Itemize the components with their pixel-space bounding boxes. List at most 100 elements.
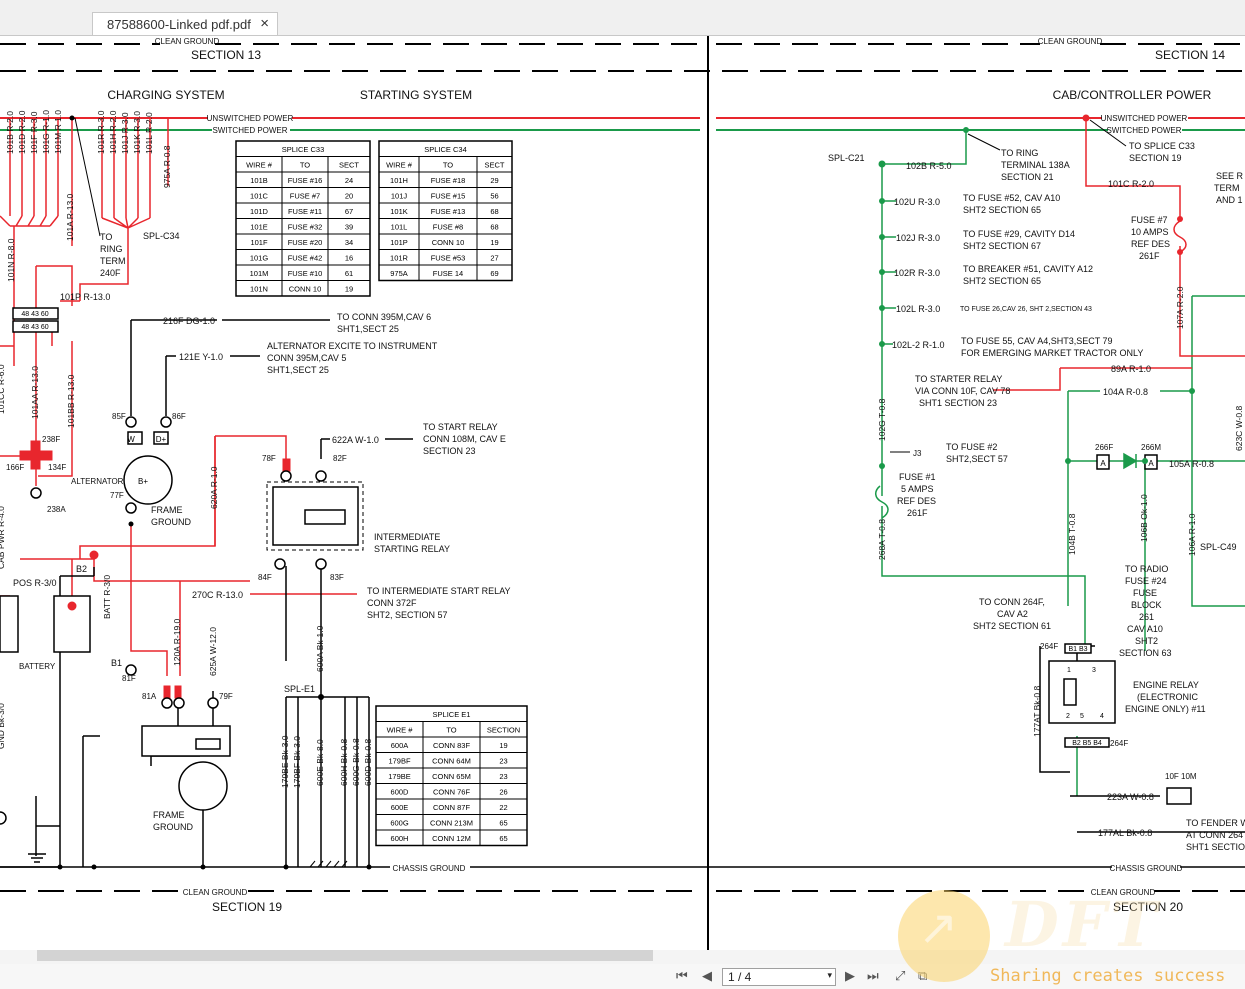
diagram-label: TO FUSE #29, CAVITY D14: [963, 229, 1075, 239]
diagram-label: 134F: [48, 463, 66, 472]
wire-label: 106A R-1.0: [1187, 513, 1197, 556]
diagram-label: TO RADIO: [1125, 564, 1168, 574]
relay-pin-label: 1: [1067, 667, 1071, 674]
diagram-label: AT CONN 264: [1186, 830, 1243, 840]
diagram-label: SECTION 21: [1001, 172, 1054, 182]
splice-table-cell: 23: [499, 772, 507, 781]
diagram-label: CLEAN GROUND: [1091, 888, 1156, 897]
diagram-label: STARTING RELAY: [374, 544, 450, 554]
diagram-label: FUSE #7: [1131, 215, 1168, 225]
next-page-icon[interactable]: ▶: [845, 968, 855, 983]
wire-label: 179BE Bk-3.0: [280, 735, 290, 788]
splice-table-cell: FUSE #7: [290, 192, 320, 201]
diagram-label: RING: [100, 244, 123, 254]
chevron-down-icon[interactable]: ▾: [827, 970, 832, 980]
diagram-label: ENGINE ONLY) #11: [1125, 704, 1206, 714]
diagram-label: 79F: [219, 692, 233, 701]
wire-label: CAB PWR R-4.0: [0, 506, 6, 569]
terminal-a2: A: [1148, 459, 1154, 468]
diagram-label: CHARGING SYSTEM: [107, 88, 224, 102]
wire-label: 101AA R-13.0: [30, 366, 40, 419]
diagram-label: 101C R-2.0: [1108, 179, 1154, 189]
relay-pins-top: B1 B3: [1068, 646, 1087, 653]
diagram-label: 104A R-0.8: [1103, 387, 1148, 397]
diagram-label: 10 AMPS: [1131, 227, 1169, 237]
wire-label: 623C W-0.8: [1234, 406, 1244, 451]
splice-table-cell: 68: [490, 207, 498, 216]
splice-table-cell: CONN 64M: [432, 757, 471, 766]
diagram-label: SHT2: [1135, 636, 1158, 646]
diagram-label: SECTION 14: [1155, 48, 1225, 62]
diagram-label: TO RING: [1001, 148, 1038, 158]
splice-table-cell: 65: [499, 819, 507, 828]
wire-label: 101H R-2.0: [108, 110, 118, 154]
splice-table-cell: FUSE #11: [288, 207, 322, 216]
diagram-label: UNSWITCHED POWER: [1101, 114, 1188, 123]
splice-table-cell: 24: [345, 176, 353, 185]
page-number-select[interactable]: 1 / 4 ▾: [722, 968, 836, 986]
diagram-label: TO CONN 264F,: [979, 597, 1045, 607]
diagram-label: 261F: [1139, 251, 1160, 261]
diagram-label: ALTERNATOR: [71, 477, 124, 486]
diagram-label: SPL-C21: [828, 153, 865, 163]
diagram-label: FUSE #24: [1125, 576, 1167, 586]
wire-label: 106B Ok-1.0: [1139, 494, 1149, 542]
wire-label: 179BF Bk-3.0: [292, 736, 302, 788]
wire-label: 101G R-1.0: [41, 110, 51, 154]
splice-table-cell: 101N: [250, 285, 268, 294]
diagram-label: CHASSIS GROUND: [1110, 864, 1183, 873]
splice-table-header: WIRE #: [246, 161, 273, 170]
diagram-label: FUSE #1: [899, 472, 936, 482]
previous-page-icon[interactable]: ◀: [702, 968, 712, 983]
splice-table-cell: 34: [345, 238, 353, 247]
document-tab[interactable]: 87588600-Linked pdf.pdf ×: [92, 12, 278, 35]
diagram-label: 238A: [47, 505, 66, 514]
diagram-label: SHT2, SECTION 57: [367, 610, 448, 620]
diagram-label: TO FUSE 26,CAV 26, SHT 2,SECTION 43: [960, 306, 1092, 313]
diagram-label: TO SPLICE C33: [1129, 141, 1195, 151]
close-tab-icon[interactable]: ×: [260, 15, 269, 32]
diagram-label: CONN 108M, CAV E: [423, 434, 506, 444]
fit-page-icon[interactable]: ⤢: [895, 968, 906, 983]
diagram-label: TERM: [1214, 183, 1240, 193]
splice-table-cell: 600D: [391, 788, 410, 797]
diagram-label: 10F 10M: [1165, 772, 1197, 781]
diagram-label: 81F: [122, 674, 136, 683]
splice-table-cell: 23: [499, 757, 507, 766]
splice-table-cell: CONN 10: [289, 285, 322, 294]
diagram-label: 83F: [330, 573, 344, 582]
splice-table-cell: 101C: [250, 192, 269, 201]
splice-table-cell: 27: [490, 254, 498, 263]
diagram-label: 270C R-13.0: [192, 590, 243, 600]
diagram-label: SHT2,SECT 57: [946, 454, 1008, 464]
diagram-label: BATTERY: [19, 662, 56, 671]
watermark-arrow-icon: ↗: [918, 902, 959, 955]
wire-label: 600H Bk-0.8: [339, 738, 349, 786]
splice-table-header: TO: [446, 726, 456, 735]
diagram-label: SECTION 20: [1113, 900, 1183, 914]
splice-table-cell: CONN 83F: [433, 741, 471, 750]
watermark-logo: [898, 890, 990, 982]
diagram-label: CONN 395M,CAV 5: [267, 353, 346, 363]
splice-table-cell: 600H: [391, 834, 409, 843]
diagram-label: 102L R-3.0: [896, 304, 940, 314]
splice-table-header: WIRE #: [386, 161, 413, 170]
diagram-label: TO CONN 395M,CAV 6: [337, 312, 431, 322]
first-page-icon[interactable]: ⏮: [676, 968, 688, 983]
wire-label: 975A R-0.8: [162, 145, 172, 188]
horizontal-scroll-thumb[interactable]: [37, 950, 653, 961]
wire-label: 101BB R-13.0: [66, 374, 76, 428]
wire-label: 101L R-2.0: [144, 112, 154, 154]
diagram-label: TO FUSE #2: [946, 442, 997, 452]
last-page-icon[interactable]: ⏭: [867, 968, 879, 983]
diagram-label: ENGINE RELAY: [1133, 680, 1199, 690]
splice-table-cell: 179BF: [388, 757, 411, 766]
wire-label: BATT R-3/0: [102, 575, 112, 619]
splice-table-cell: FUSE #13: [431, 207, 466, 216]
splice-table-cell: CONN 87F: [433, 803, 471, 812]
splice-table-cell: FUSE #32: [288, 223, 323, 232]
splice-table-cell: 101L: [391, 223, 408, 232]
